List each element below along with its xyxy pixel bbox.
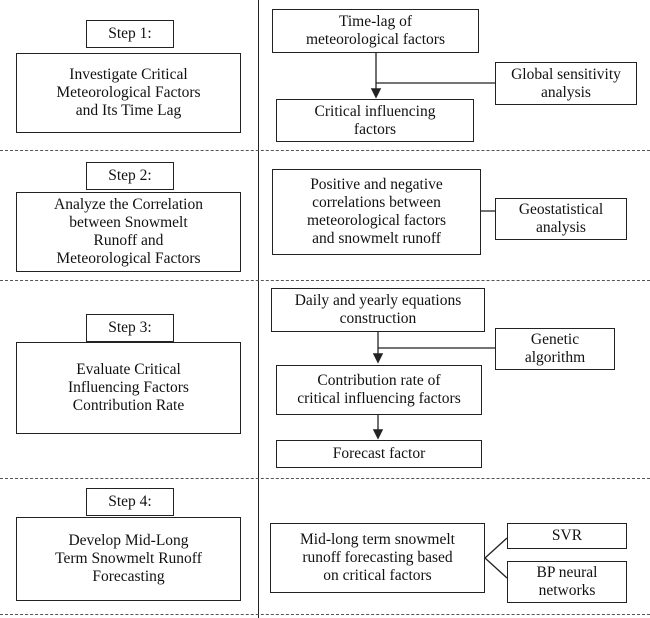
section-divider-1 <box>0 150 650 151</box>
contribution-box: Contribution rate of critical influencin… <box>276 365 482 415</box>
step-4-title: Develop Mid-Long Term Snowmelt Runoff Fo… <box>16 517 241 601</box>
step-3-label: Step 3: <box>86 314 174 342</box>
step-2-title: Analyze the Correlation between Snowmelt… <box>16 192 241 272</box>
bp-neural-networks-box: BP neural networks <box>507 561 627 603</box>
equations-box: Daily and yearly equations construction <box>271 288 485 332</box>
step-1-label: Step 1: <box>86 20 174 48</box>
step-2-label: Step 2: <box>86 162 174 190</box>
link-svr <box>484 537 508 559</box>
global-sensitivity-box: Global sensitivity analysis <box>495 62 637 105</box>
correlations-box: Positive and negative correlations betwe… <box>272 169 481 255</box>
link-bp <box>484 557 508 579</box>
section-divider-2 <box>0 280 650 281</box>
genetic-algorithm-box: Genetic algorithm <box>495 328 615 370</box>
section-divider-3 <box>0 478 650 479</box>
vertical-divider <box>258 0 259 618</box>
geostatistical-box: Geostatistical analysis <box>495 198 627 240</box>
section-divider-4 <box>0 614 650 615</box>
forecast-factor-box: Forecast factor <box>276 440 482 468</box>
mid-long-forecasting-box: Mid-long term snowmelt runoff forecastin… <box>270 523 485 593</box>
step-1-title: Investigate Critical Meteorological Fact… <box>16 53 241 133</box>
svr-box: SVR <box>507 523 627 549</box>
step-3-title: Evaluate Critical Influencing Factors Co… <box>16 342 241 434</box>
step-4-label: Step 4: <box>86 488 174 516</box>
critical-factors-box: Critical influencing factors <box>276 99 474 142</box>
timelag-box: Time-lag of meteorological factors <box>272 9 479 53</box>
